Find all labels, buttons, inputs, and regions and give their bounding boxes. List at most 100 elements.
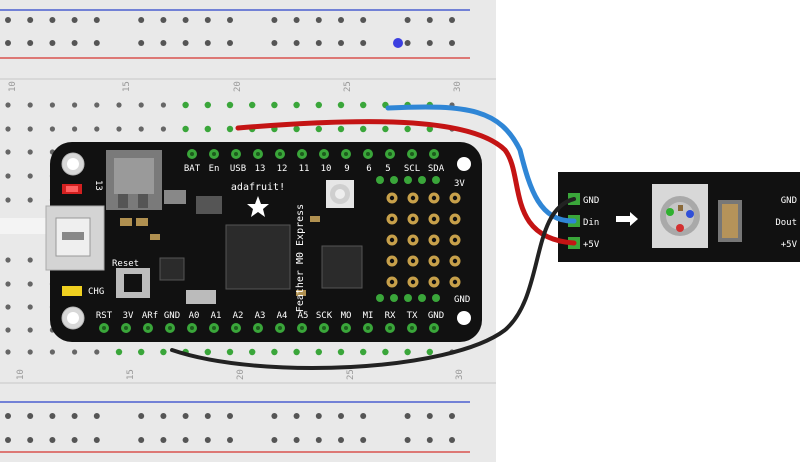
active-hole	[271, 348, 278, 356]
header-pin-hole	[432, 152, 436, 156]
breadboard-hole	[27, 40, 34, 46]
active-hole	[315, 125, 322, 133]
bus-pad	[404, 176, 412, 184]
column-number: 10	[8, 81, 18, 92]
breadboard-hole	[71, 413, 78, 419]
mount-hole	[457, 157, 471, 171]
breadboard-hole	[49, 126, 56, 132]
pin-label: A3	[255, 311, 266, 321]
breadboard-hole	[271, 413, 278, 419]
breadboard-hole	[293, 413, 300, 419]
proto-pad-hole	[410, 216, 416, 222]
breadboard-hole	[49, 349, 56, 355]
active-hole	[293, 348, 300, 356]
pin-label: A0	[189, 311, 200, 321]
breadboard-hole	[27, 349, 33, 355]
pin-label: 12	[277, 164, 288, 174]
breadboard-hole	[27, 149, 33, 155]
strip-left-label: GND	[583, 196, 599, 206]
active-hole	[337, 125, 345, 133]
breadboard-hole	[94, 349, 100, 355]
breadboard-hole	[271, 40, 278, 46]
breadboard-hole	[138, 40, 145, 46]
bottom-pin-header	[99, 323, 439, 333]
breadboard-hole	[27, 17, 34, 23]
active-hole	[337, 101, 345, 109]
breadboard-hole	[138, 413, 145, 419]
bus-pad	[418, 176, 426, 184]
breadboard-hole	[160, 102, 166, 108]
breadboard-hole	[27, 126, 33, 132]
breadboard-hole	[5, 173, 11, 179]
breadboard-hole	[49, 413, 56, 419]
green-die	[666, 208, 674, 216]
breadboard-hole	[293, 17, 300, 23]
pin-label: SCK	[316, 311, 333, 321]
pin-label: RX	[385, 311, 396, 321]
active-hole	[204, 101, 211, 109]
active-hole	[426, 348, 433, 356]
right-3v-label: 3V	[454, 179, 465, 189]
header-pin-hole	[212, 152, 216, 156]
breadboard-hole	[27, 437, 34, 443]
active-hole	[115, 348, 123, 356]
column-number: 30	[455, 369, 465, 380]
active-hole	[204, 348, 211, 356]
breadboard-hole	[5, 149, 11, 155]
breadboard-hole	[449, 40, 455, 46]
active-hole	[249, 101, 256, 109]
pin-label: USB	[230, 164, 246, 174]
header-pin-hole	[388, 152, 392, 156]
strip-right-label: GND	[781, 196, 797, 206]
proto-pad-hole	[452, 216, 458, 222]
breadboard-hole	[160, 413, 167, 419]
charge-led	[62, 286, 82, 296]
strip-right-label: +5V	[781, 240, 798, 250]
top-pin-labels: BAT En USB 13 12 11 10 9 6 5 SCL SDA	[184, 164, 445, 174]
breadboard-hole	[426, 437, 433, 443]
bus-pad	[404, 294, 412, 302]
breadboard-hole	[5, 413, 11, 419]
breadboard-hole	[360, 40, 367, 46]
breadboard-hole	[49, 17, 56, 23]
breadboard-hole	[27, 327, 33, 333]
breadboard-hole	[271, 17, 278, 23]
breadboard-hole	[27, 413, 34, 419]
top-pin-header	[187, 149, 439, 159]
breadboard-hole	[5, 17, 11, 23]
breadboard-hole	[27, 281, 33, 287]
breadboard-hole	[49, 437, 56, 443]
column-number: 20	[236, 369, 246, 380]
neopixel-strip: GND Din +5V GND Dout +5V	[558, 172, 800, 262]
breadboard-hole	[49, 102, 56, 108]
active-hole	[382, 125, 389, 133]
breadboard-hole	[182, 413, 189, 419]
bus-pad	[390, 294, 398, 302]
column-number: 30	[453, 81, 463, 92]
strip-left-label: +5V	[583, 240, 600, 250]
pin-label: A4	[277, 311, 288, 321]
header-pin-hole	[322, 152, 326, 156]
proto-pad-hole	[410, 258, 416, 264]
reset-label: Reset	[112, 259, 139, 269]
bus-pad	[390, 176, 398, 184]
pin-label: A2	[233, 311, 244, 321]
breadboard-hole	[338, 17, 344, 23]
proto-pad-hole	[452, 237, 458, 243]
breadboard-hole	[271, 437, 278, 443]
header-pin-hole	[432, 326, 436, 330]
breadboard-hole	[227, 40, 233, 46]
proto-pad-hole	[431, 216, 437, 222]
feather-m0-board: adafruit! Feather M0 Express 13 CHG Rese…	[45, 142, 482, 342]
pin-label: 6	[366, 164, 371, 174]
pin-label: 13	[255, 164, 266, 174]
red-wire	[235, 119, 577, 246]
breadboard-hole	[404, 437, 411, 443]
active-hole	[315, 101, 322, 109]
breadboard-hole	[315, 413, 322, 419]
strip-left-label: Din	[583, 218, 599, 228]
header-pin-hole	[212, 326, 216, 330]
breadboard-hole	[5, 40, 11, 46]
board-name-label: Feather M0 Express	[295, 204, 306, 312]
active-hole	[226, 348, 234, 356]
